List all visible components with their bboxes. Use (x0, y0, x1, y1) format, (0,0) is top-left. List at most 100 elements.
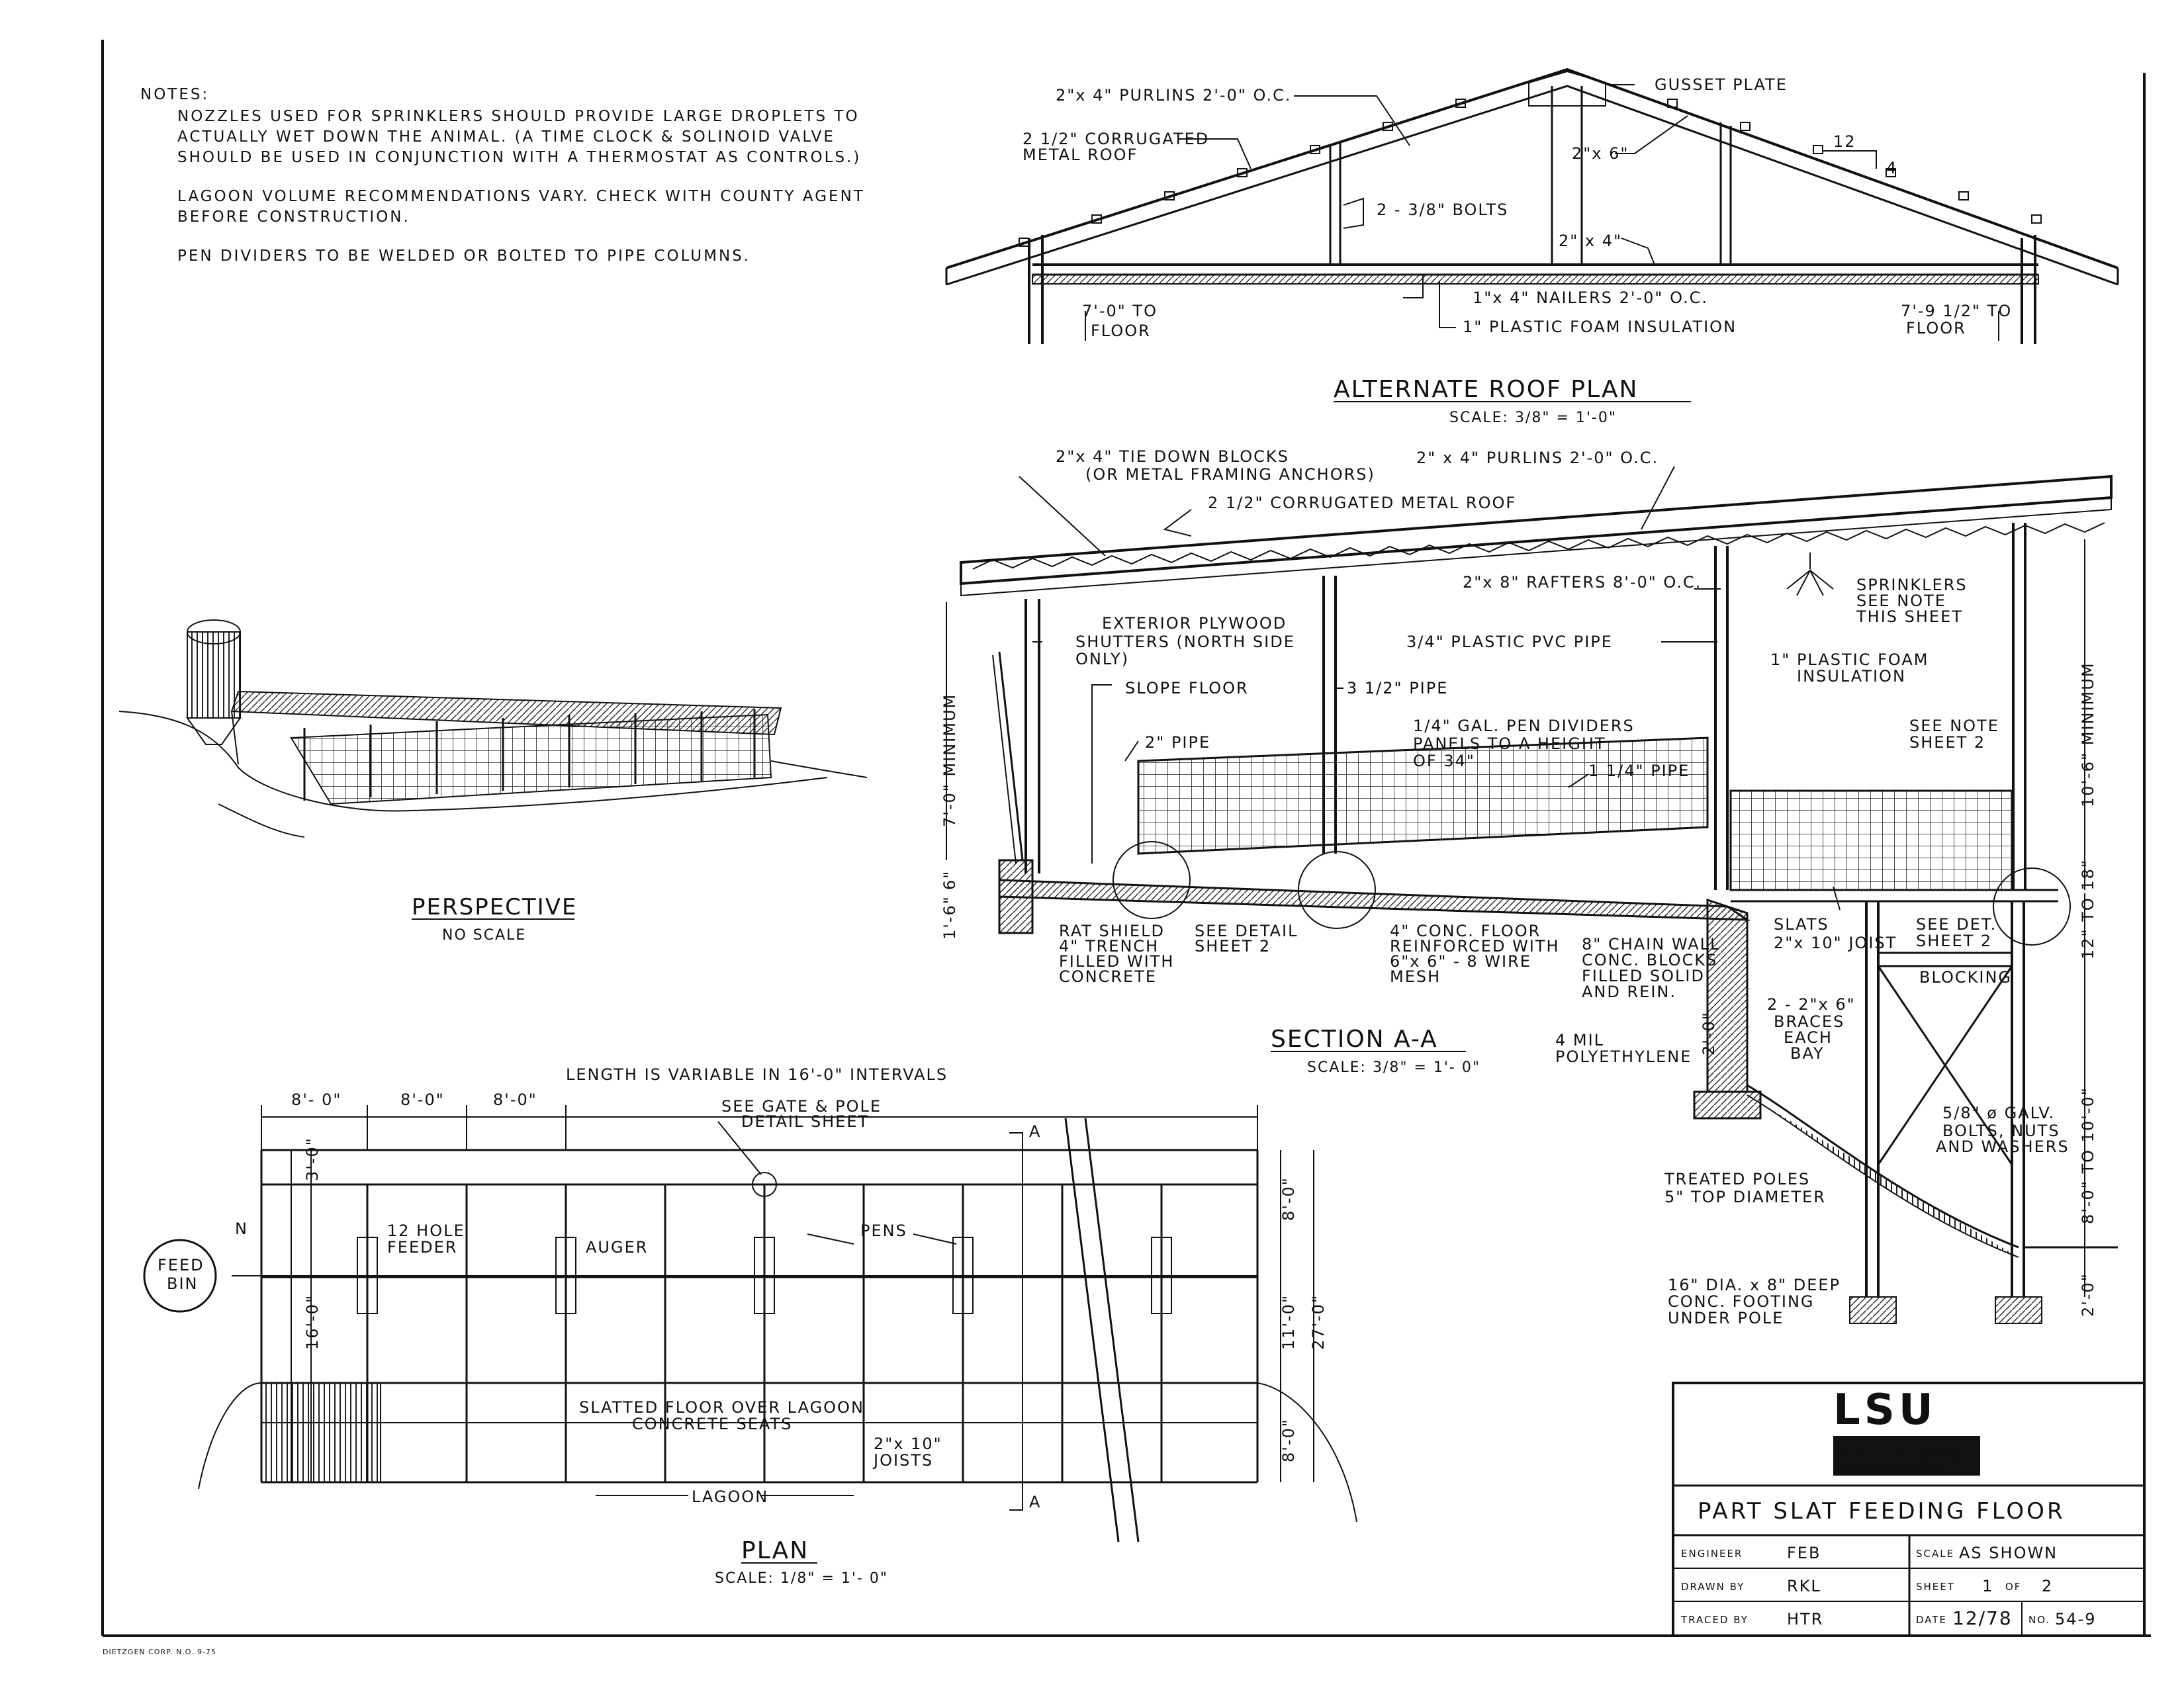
traced-by-label: TRACED BY (1680, 1614, 1749, 1626)
poly-label-1: 4 MIL (1555, 1031, 1604, 1049)
feed-bin-label-2: BIN (167, 1274, 199, 1293)
braces-label-3: EACH (1784, 1028, 1833, 1047)
see-note-label-2: SHEET 2 (1909, 733, 1985, 752)
drawn-by-label: DRAWN BY (1681, 1581, 1745, 1593)
rat-shield-label-3: FILLED WITH (1059, 952, 1174, 971)
slats-label: SLATS (1774, 915, 1829, 934)
plan-dim-r11: 11'-0" (1279, 1294, 1298, 1350)
tie-blocks-label: 2"x 4" TIE DOWN BLOCKS (1056, 447, 1289, 466)
see-detail-label-1: SEE DETAIL (1195, 922, 1298, 940)
sprinklers-note-label: SEE NOTE (1856, 592, 1946, 610)
roof-metal-label: METAL ROOF (1023, 146, 1138, 164)
slope-floor-label: SLOPE FLOOR (1125, 679, 1249, 697)
joist-label: 2"x 10" JOIST (1774, 934, 1897, 952)
dim-2-0-wall: 2'-0" (1700, 1011, 1718, 1055)
chain-wall-label-1: 8" CHAIN WALL (1582, 935, 1720, 954)
section-a-a (946, 466, 2118, 1324)
section-foam-label-1: 1" PLASTIC FOAM (1770, 650, 1929, 669)
shutters-label-2: SHUTTERS (NORTH SIDE (1075, 633, 1295, 651)
north-label: N (235, 1220, 248, 1238)
sheet-value: 1 (1982, 1577, 1993, 1595)
left-height-label: 7'-0" TO (1082, 302, 1158, 320)
date-value: 12/78 (1952, 1607, 2013, 1629)
slatted-floor-label-2: CONCRETE SEATS (632, 1415, 793, 1433)
nailers-label: 1"x 4" NAILERS 2'-0" O.C. (1473, 289, 1708, 307)
galv-bolts-label-1: 5/8" ø GALV. (1942, 1104, 2055, 1122)
plan-dim-8b: 8'-0" (400, 1090, 445, 1109)
dividers-label-2: PANELS TO A HEIGHT (1413, 734, 1606, 753)
plan-dim-r8b: 8'-0" (1279, 1418, 1298, 1462)
gate-pole-label-2: DETAIL SHEET (741, 1112, 869, 1131)
section-roof-label: 2 1/2" CORRUGATED METAL ROOF (1208, 494, 1516, 512)
roof-plan-title: ALTERNATE ROOF PLAN (1334, 376, 1638, 403)
length-label: LENGTH IS VARIABLE IN 16'-0" INTERVALS (566, 1065, 948, 1084)
perspective-title: PERSPECTIVE (412, 894, 577, 920)
note-pen-dividers: PEN DIVIDERS TO BE WELDED OR BOLTED TO P… (177, 247, 751, 265)
traced-by-value: HTR (1787, 1610, 1823, 1628)
alternate-roof-plan (945, 67, 2119, 344)
engineer-label: ENGINEER (1681, 1548, 1743, 1560)
pipe-3-5-label: 3 1/2" PIPE (1347, 679, 1448, 697)
see-det-label-1: SEE DET. (1916, 915, 1997, 934)
drawing-title: PART SLAT FEEDING FLOOR (1698, 1498, 2066, 1525)
number-value: 54-9 (2055, 1610, 2096, 1628)
floor-plan (143, 1105, 1357, 1542)
sprinklers-label: SPRINKLERS (1856, 576, 1968, 594)
plan-dim-3: 3'-0" (303, 1137, 322, 1181)
chain-wall-label-2: CONC. BLOCKS (1582, 951, 1717, 969)
see-note-label-1: SEE NOTE (1909, 717, 1999, 735)
dim-12-18: 12" TO 18" (2079, 859, 2097, 959)
logo-lsu: LSU (1833, 1386, 1937, 1435)
dim-6-in: 6" (940, 870, 959, 890)
sprinklers-sheet-label: THIS SHEET (1856, 607, 1963, 626)
perspective-scale: NO SCALE (442, 927, 526, 944)
date-label: DATE (1916, 1614, 1947, 1626)
dividers-label-3: OF 34" (1413, 752, 1475, 770)
galv-bolts-label-3: AND WASHERS (1936, 1137, 2070, 1156)
plan-scale: SCALE: 1/8" = 1'- 0" (715, 1570, 888, 1587)
dim-2-0-footing: 2'-0" (2079, 1272, 2097, 1317)
roof-plan-scale: SCALE: 3/8" = 1'-0" (1449, 410, 1617, 426)
general-notes: NOTES: NOZZLES USED FOR SPRINKLERS SHOUL… (140, 85, 882, 285)
poles-label-2: 5" TOP DIAMETER (1664, 1188, 1826, 1206)
roof-purlins-label: 2"x 4" PURLINS 2'-0" O.C. (1056, 86, 1291, 105)
roof-corrugated-label: 2 1/2" CORRUGATED (1023, 130, 1209, 148)
conc-floor-label-4: MESH (1390, 967, 1441, 986)
section-cut-a-bottom: A (1029, 1493, 1041, 1511)
pens-label: PENS (860, 1222, 907, 1240)
perspective-sketch (118, 619, 868, 838)
shutters-label-1: EXTERIOR PLYWOOD (1102, 614, 1287, 633)
scale-value: AS SHOWN (1959, 1544, 2058, 1562)
drawn-by-value: RKL (1787, 1577, 1821, 1595)
right-height-label: 7'-9 1/2" TO (1901, 302, 2012, 320)
section-scale: SCALE: 3/8" = 1'- 0" (1307, 1059, 1480, 1076)
notes-header: NOTES: (140, 86, 210, 103)
chain-wall-label-3: FILLED SOLID (1582, 967, 1705, 985)
footing-label-2: CONC. FOOTING (1668, 1292, 1815, 1311)
roof-bolts-label: 2 - 3/8" BOLTS (1377, 200, 1508, 219)
plan-title: PLAN (741, 1537, 809, 1564)
pvc-pipe-label: 3/4" PLASTIC PVC PIPE (1406, 633, 1613, 651)
conc-floor-label-3: 6"x 6" - 8 WIRE (1390, 952, 1531, 971)
title-block-frame (1672, 1382, 2146, 1637)
braces-label-4: BAY (1790, 1044, 1825, 1063)
logo-agcenter: AgCenter (1837, 1439, 1962, 1469)
chain-wall-label-4: AND REIN. (1582, 983, 1676, 1001)
gate-pole-label-1: SEE GATE & POLE (721, 1097, 882, 1116)
see-detail-label-2: SHEET 2 (1195, 937, 1271, 956)
feeder-label-1: 12 HOLE (387, 1222, 465, 1240)
section-cut-a-top: A (1029, 1122, 1041, 1141)
section-purlins-label: 2" x 4" PURLINS 2'-0" O.C. (1416, 449, 1659, 467)
galv-bolts-label-2: BOLTS, NUTS (1942, 1122, 2060, 1140)
see-det-label-2: SHEET 2 (1916, 932, 1992, 950)
of-label: OF (2005, 1581, 2021, 1593)
plan-dim-8a: 8'- 0" (291, 1090, 341, 1109)
right-floor-label: FLOOR (1906, 319, 1966, 337)
lagoon-label: LAGOON (692, 1488, 768, 1506)
footer-mark: DIETZGEN CORP. N.O. 9-75 (103, 1648, 216, 1656)
conc-floor-label-1: 4" CONC. FLOOR (1390, 922, 1541, 940)
rat-shield-label-2: 4" TRENCH (1059, 937, 1159, 956)
braces-label-1: 2 - 2"x 6" (1767, 995, 1856, 1014)
